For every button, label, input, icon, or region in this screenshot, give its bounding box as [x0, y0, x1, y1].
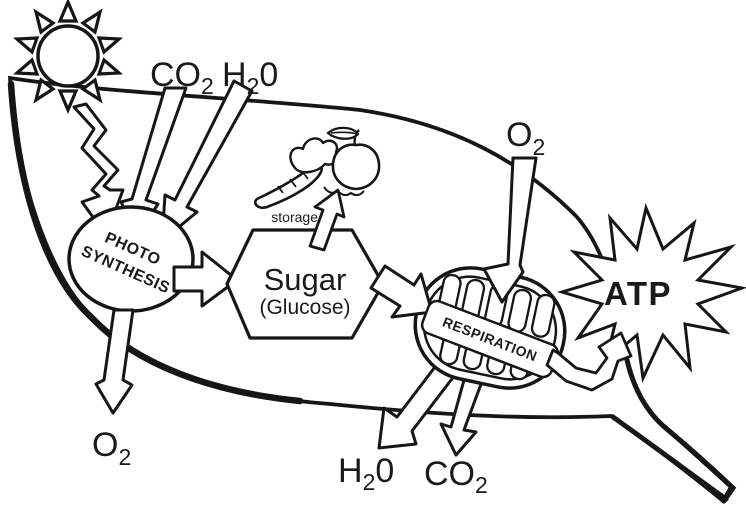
- sugar-node: Sugar (Glucose): [225, 228, 385, 340]
- apple-leaf: [326, 126, 360, 140]
- apple-shadow-scallops: [323, 186, 365, 197]
- sun-ray: [33, 77, 56, 104]
- o2-out-label: O2: [92, 426, 131, 470]
- sun-ray: [12, 57, 40, 76]
- photosynthesis-to-sugar-arrow: [172, 250, 239, 308]
- leaf-stem-inner: [610, 414, 729, 502]
- sugar-title: Sugar: [264, 262, 347, 297]
- sun-ray: [12, 36, 40, 55]
- starburst-icon: ATP: [556, 203, 746, 384]
- respiration-to-atp-arrow: [545, 331, 633, 392]
- o2-in-label: O2: [506, 116, 545, 160]
- h2o-in-label: H20: [222, 56, 278, 99]
- co2-in-label: CO2: [150, 56, 214, 99]
- sun-ray: [96, 57, 124, 76]
- h2o-out-label: H20: [338, 452, 394, 495]
- sun-ray: [57, 89, 79, 115]
- storage-label: storage: [271, 209, 318, 225]
- co2-out-label: CO2: [424, 455, 488, 498]
- sun-ray: [80, 77, 103, 104]
- leaf-thick-edge: [7, 80, 304, 405]
- sugar-subtitle: (Glucose): [259, 296, 350, 319]
- sun-icon: [12, 0, 124, 115]
- sugar-to-respiration-arrow: [369, 264, 434, 319]
- respiration-node: RESPIRATION: [420, 299, 560, 379]
- apple-body: [331, 143, 381, 191]
- photosynthesis-node: PHOTO SYNTHESIS: [67, 205, 195, 313]
- carrot-greens: [289, 137, 339, 174]
- leaf-stem-outer: [624, 357, 737, 504]
- sun-ray: [57, 0, 79, 23]
- sun-ray: [33, 8, 56, 35]
- sun-ray: [80, 8, 103, 35]
- storage-arrow: [308, 188, 346, 252]
- atp-label: ATP: [604, 275, 672, 312]
- o2-out-arrow: [94, 308, 135, 415]
- o2-in-arrow: [482, 156, 538, 304]
- sun-ray: [96, 36, 124, 55]
- apple-leaf-vein: [330, 131, 358, 135]
- carrot-icon: [253, 137, 339, 209]
- h2o-out-arrow: [377, 357, 460, 450]
- apple-icon: [323, 126, 381, 197]
- sun-disc: [36, 24, 100, 88]
- atp-burst-shape: [556, 203, 746, 384]
